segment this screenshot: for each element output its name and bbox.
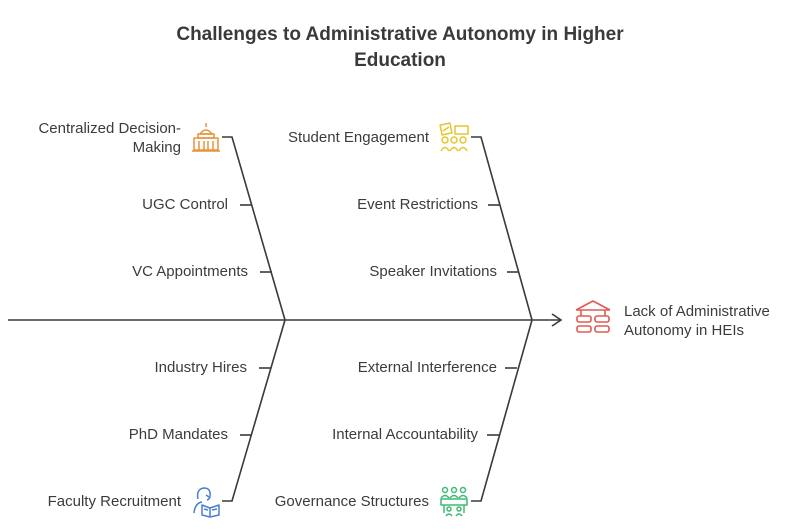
- cause-internal-accountability: Internal Accountability: [332, 426, 478, 443]
- diagram-title: Challenges to Administrative Autonomy in…: [176, 24, 624, 71]
- category-head-line2: Making: [132, 139, 181, 156]
- cause-event-restrictions: Event Restrictions: [357, 196, 478, 213]
- capitol-building-icon: [192, 123, 220, 152]
- effect-line2: Autonomy in HEIs: [624, 322, 745, 339]
- person-reading-icon: [193, 487, 220, 518]
- cause-speaker-invitations: Speaker Invitations: [369, 263, 497, 280]
- bone-bottom-right: [471, 319, 533, 502]
- bones: [222, 136, 533, 502]
- cause-phd-mandates: PhD Mandates: [128, 426, 228, 443]
- spine: [8, 313, 563, 327]
- effect-label: Lack of Administrative Autonomy in HEIs: [624, 302, 770, 340]
- category-student-engagement: Student Engagement: [288, 129, 429, 146]
- bone-top-left: [222, 136, 286, 321]
- category-faculty-recruitment: Faculty Recruitment: [47, 493, 181, 510]
- meeting-table-icon: [440, 486, 468, 517]
- cause-external-interference: External Interference: [357, 359, 497, 376]
- cause-ugc-control: UGC Control: [142, 196, 228, 213]
- bone-bottom-left: [222, 319, 286, 502]
- effect-line1: Lack of Administrative: [624, 303, 770, 320]
- category-head-line1: Centralized Decision-: [38, 120, 181, 137]
- barrier-icon: [575, 300, 611, 333]
- cause-vc-appointments: VC Appointments: [132, 263, 248, 280]
- category-governance-structures: Governance Structures: [274, 493, 429, 510]
- students-group-icon: [439, 122, 469, 152]
- bone-top-right: [471, 136, 533, 321]
- category-centralized-decision-making: Centralized Decision- Making: [11, 119, 181, 157]
- cause-industry-hires: Industry Hires: [154, 359, 247, 376]
- spine-arrowhead: [551, 313, 563, 327]
